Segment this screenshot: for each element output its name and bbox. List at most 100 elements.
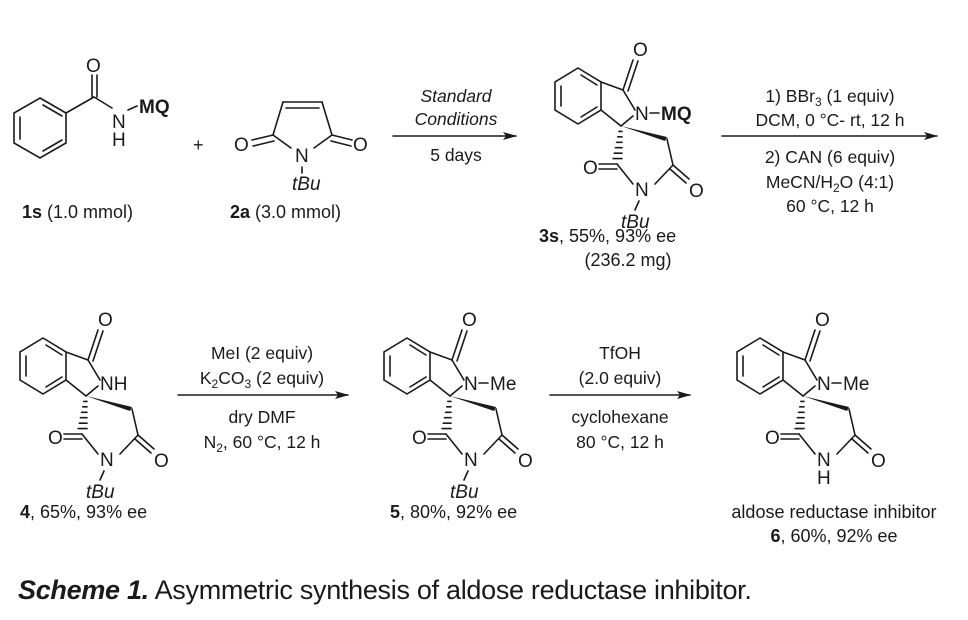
- carbonyl-oxygen: O: [518, 451, 533, 472]
- carbonyl-oxygen: O: [234, 135, 249, 156]
- bond: [854, 434, 872, 450]
- tbu-group: tBu: [292, 174, 321, 195]
- plus-sign: +: [193, 135, 204, 155]
- compound-6-label: 6, 60%, 92% ee: [770, 526, 897, 546]
- reaction-arrow-4: TfOH (2.0 equiv) cyclohexane 80 °C, 12 h: [549, 343, 691, 452]
- imide-nitrogen: N: [100, 450, 114, 471]
- carbonyl-oxygen: O: [765, 428, 780, 449]
- n-substituent: Me: [490, 374, 516, 395]
- amide-hydrogen: H: [112, 130, 126, 151]
- condition-text: MeCN/H2O (4:1): [766, 172, 894, 195]
- bond: [762, 344, 780, 356]
- bond: [851, 438, 869, 454]
- bond: [848, 408, 856, 436]
- bond: [580, 106, 598, 118]
- imide-nitrogen: N: [817, 450, 831, 471]
- tbu-group: tBu: [621, 212, 650, 233]
- carbonyl-oxygen: O: [98, 310, 113, 331]
- bond: [669, 168, 687, 184]
- bond: [622, 89, 636, 111]
- bond: [600, 81, 624, 91]
- bond: [798, 433, 816, 455]
- bond: [134, 438, 152, 454]
- condition-text: dry DMF: [228, 407, 295, 427]
- compound-1s-structure: O N H MQ: [13, 56, 170, 159]
- reaction-scheme: O N H MQ 1s (1.0 mmol) + O O N tBu 2a (3…: [13, 40, 938, 546]
- bond: [429, 351, 453, 361]
- benzene-ring: [383, 337, 431, 395]
- benzene-ring: [19, 337, 67, 395]
- condition-text: cyclohexane: [571, 407, 668, 427]
- bond: [483, 434, 503, 455]
- mq-group: MQ: [139, 97, 170, 118]
- bond: [782, 379, 804, 397]
- wedge-bond: [450, 396, 496, 411]
- bond: [45, 376, 63, 388]
- condition-text: 80 °C, 12 h: [576, 432, 664, 452]
- condition-text: DCM, 0 °C- rt, 12 h: [756, 110, 905, 130]
- imide-nitrogen: N: [295, 146, 309, 167]
- bond: [87, 359, 101, 381]
- tbu-group: tBu: [86, 482, 115, 503]
- carbonyl-oxygen: O: [871, 451, 886, 472]
- bond: [456, 330, 468, 362]
- condition-text: K2CO3 (2 equiv): [200, 368, 324, 391]
- figure-caption: Scheme 1. Asymmetric synthesis of aldose…: [18, 575, 752, 606]
- imide-nitrogen: N: [635, 180, 649, 201]
- bond: [809, 330, 821, 362]
- bond: [99, 470, 105, 481]
- bond: [600, 109, 622, 127]
- bond: [45, 344, 63, 356]
- wedge-bond: [86, 396, 132, 411]
- n-substituent: Me: [843, 374, 869, 395]
- bond: [449, 385, 463, 397]
- bond: [92, 330, 104, 362]
- lactam-nitrogen: N: [635, 104, 649, 125]
- lactam-nitrogen: N: [464, 374, 478, 395]
- bond: [622, 59, 634, 91]
- bond: [762, 376, 780, 388]
- bond: [409, 376, 427, 388]
- carbonyl-oxygen: O: [154, 451, 169, 472]
- bond: [451, 329, 463, 361]
- condition-text: Standard: [420, 86, 492, 106]
- compound-1s-label: 1s (1.0 mmol): [22, 202, 133, 222]
- n-substituent: MQ: [661, 104, 692, 125]
- wedge-bond: [803, 396, 849, 411]
- bond: [495, 408, 503, 436]
- bond: [81, 433, 99, 455]
- reaction-arrow-2: 1) BBr3 (1 equiv) DCM, 0 °C- rt, 12 h 2)…: [721, 86, 938, 216]
- bond: [782, 351, 806, 361]
- bond: [634, 200, 640, 211]
- wedge-bond: [621, 126, 667, 141]
- condition-text: 1) BBr3 (1 equiv): [765, 86, 894, 109]
- compound-4-label: 4, 65%, 93% ee: [20, 502, 147, 522]
- compound-3s-label: 3s, 55%, 93% ee: [539, 226, 676, 246]
- bond: [654, 164, 674, 185]
- bond: [627, 60, 639, 92]
- lactam-nitrogen: N: [817, 374, 831, 395]
- condition-text: N2, 60 °C, 12 h: [204, 432, 321, 455]
- bond: [85, 385, 99, 397]
- bond: [501, 434, 519, 450]
- compound-3s-mass: (236.2 mg): [584, 250, 671, 270]
- tbu-group: tBu: [450, 482, 479, 503]
- bond: [498, 438, 516, 454]
- bond: [804, 359, 818, 381]
- reaction-arrow-3: MeI (2 equiv) K2CO3 (2 equiv) dry DMF N2…: [177, 343, 349, 455]
- reaction-arrow-1: Standard Conditions 5 days: [392, 86, 517, 165]
- bond: [65, 379, 87, 397]
- bond: [137, 434, 155, 450]
- condition-text: Conditions: [415, 109, 498, 129]
- condition-text: 60 °C, 12 h: [786, 196, 874, 216]
- benzene-ring: [13, 97, 67, 159]
- carbonyl-oxygen: O: [689, 181, 704, 202]
- condition-text: (2.0 equiv): [579, 368, 662, 388]
- bond: [87, 329, 99, 361]
- benzene-ring: [736, 337, 784, 395]
- carbonyl-oxygen: O: [412, 428, 427, 449]
